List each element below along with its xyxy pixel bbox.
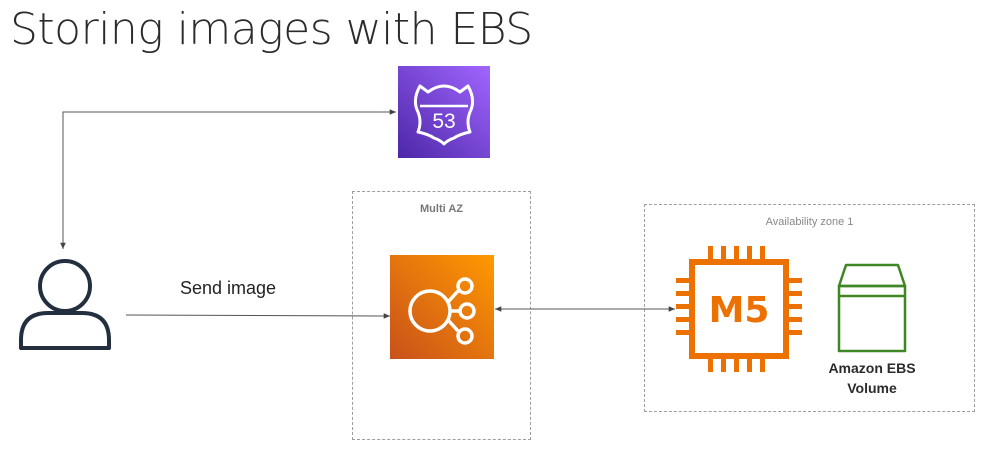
ec2-m5-instance-icon: M5 [676,246,802,372]
send-image-label: Send image [180,278,277,298]
multi-az-label: Multi AZ [420,203,463,215]
route53-shield-number: 53 [432,110,455,133]
ebs-volume-icon [837,263,907,353]
ebs-label-line2: Volume [847,380,897,396]
route53-user-connector [60,109,396,249]
ebs-volume-label: Amazon EBS Volume [807,358,937,398]
ebs-label-line1: Amazon EBS [828,360,916,376]
send-image-arrow [125,313,391,319]
user-icon [19,259,111,350]
route53-icon: 53 [398,66,490,158]
ec2-instance-type: M5 [709,290,770,331]
availability-zone-label: Availability zone 1 [765,216,854,228]
load-balancer-icon [390,255,494,359]
page-title: Storing images with EBS [10,4,533,55]
